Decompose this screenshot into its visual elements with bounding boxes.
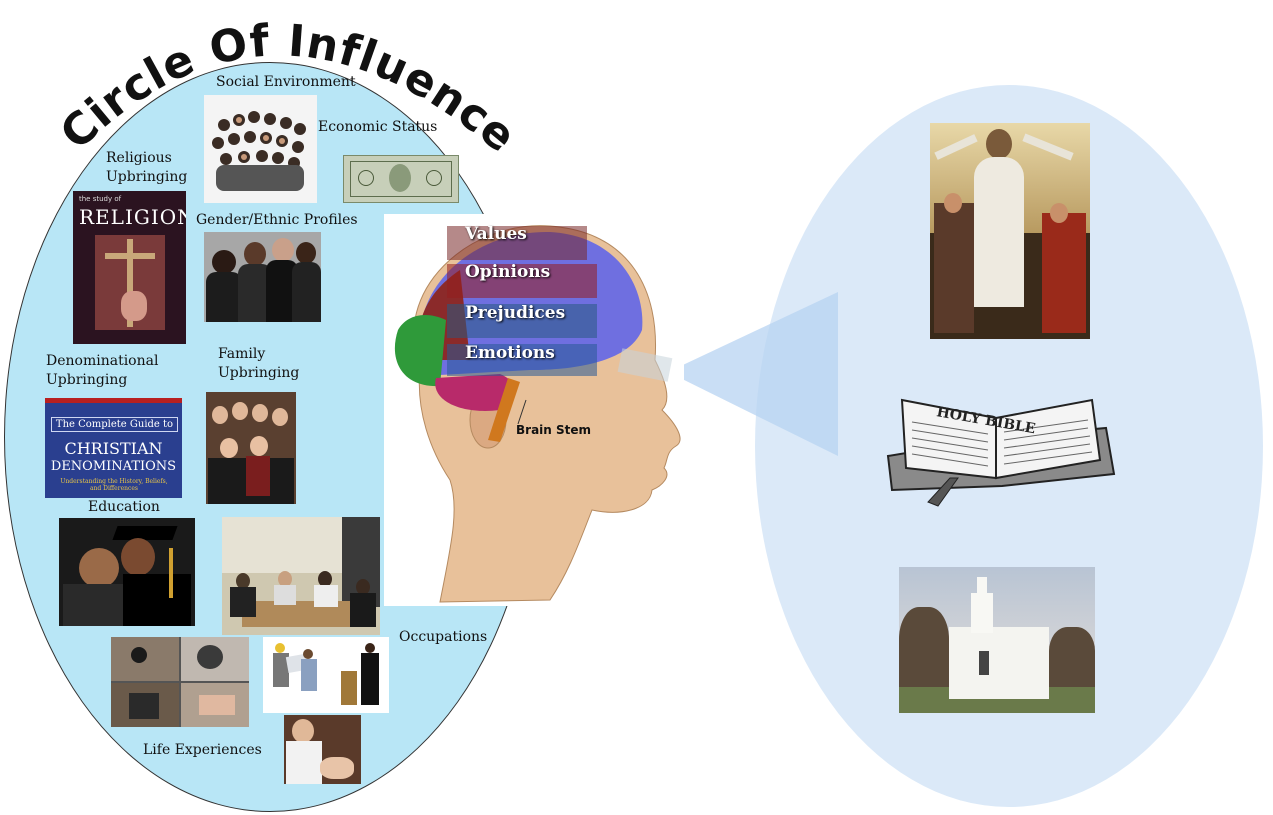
church-photo bbox=[899, 567, 1095, 713]
label-education: Education bbox=[88, 499, 160, 515]
doctor-photo bbox=[284, 715, 361, 784]
label-gender-ethnic: Gender/Ethnic Profiles bbox=[196, 212, 358, 228]
religion-book-image: the study of RELIGION bbox=[73, 191, 186, 344]
education-photo bbox=[59, 518, 195, 626]
book-denom-line2: CHRISTIAN bbox=[64, 439, 163, 458]
book-denom-line1: The Complete Guide to bbox=[51, 417, 178, 432]
dollar-bill-image bbox=[343, 155, 459, 203]
crowd-photo bbox=[204, 95, 317, 203]
book-denom-line3: DENOMINATIONS bbox=[50, 459, 177, 474]
brain-layer-values: Values bbox=[465, 224, 527, 244]
brain-layer-prejudices: Prejudices bbox=[465, 303, 566, 323]
brain-layer-opinions: Opinions bbox=[465, 262, 551, 282]
label-family-upbringing: Family Upbringing bbox=[218, 346, 300, 381]
life-experiences-collage bbox=[111, 637, 249, 727]
book-religion-top: the study of bbox=[79, 195, 122, 203]
occupations-photo bbox=[263, 637, 389, 713]
bible-illustration: HOLY BIBLE bbox=[886, 398, 1116, 507]
label-denominational-upbringing: Denominational Upbringing bbox=[46, 353, 159, 388]
brain-stem-label: Brain Stem bbox=[516, 423, 592, 437]
label-occupations: Occupations bbox=[399, 629, 488, 645]
label-life-experiences: Life Experiences bbox=[143, 742, 262, 758]
label-religious-upbringing: Religious Upbringing bbox=[106, 150, 188, 185]
book-religion-title: RELIGION bbox=[79, 205, 186, 229]
jesus-painting bbox=[930, 123, 1090, 339]
label-social-environment: Social Environment bbox=[216, 74, 356, 90]
denominations-book-image: The Complete Guide to CHRISTIAN DENOMINA… bbox=[45, 398, 182, 498]
brain-bands bbox=[447, 222, 597, 376]
family-photo bbox=[206, 392, 296, 504]
profiles-photo bbox=[204, 232, 321, 322]
meeting-photo bbox=[222, 517, 380, 635]
brain-layer-emotions: Emotions bbox=[465, 343, 555, 363]
label-economic-status: Economic Status bbox=[318, 119, 438, 135]
book-denom-line4: Understanding the History, Beliefs, and … bbox=[60, 478, 168, 492]
